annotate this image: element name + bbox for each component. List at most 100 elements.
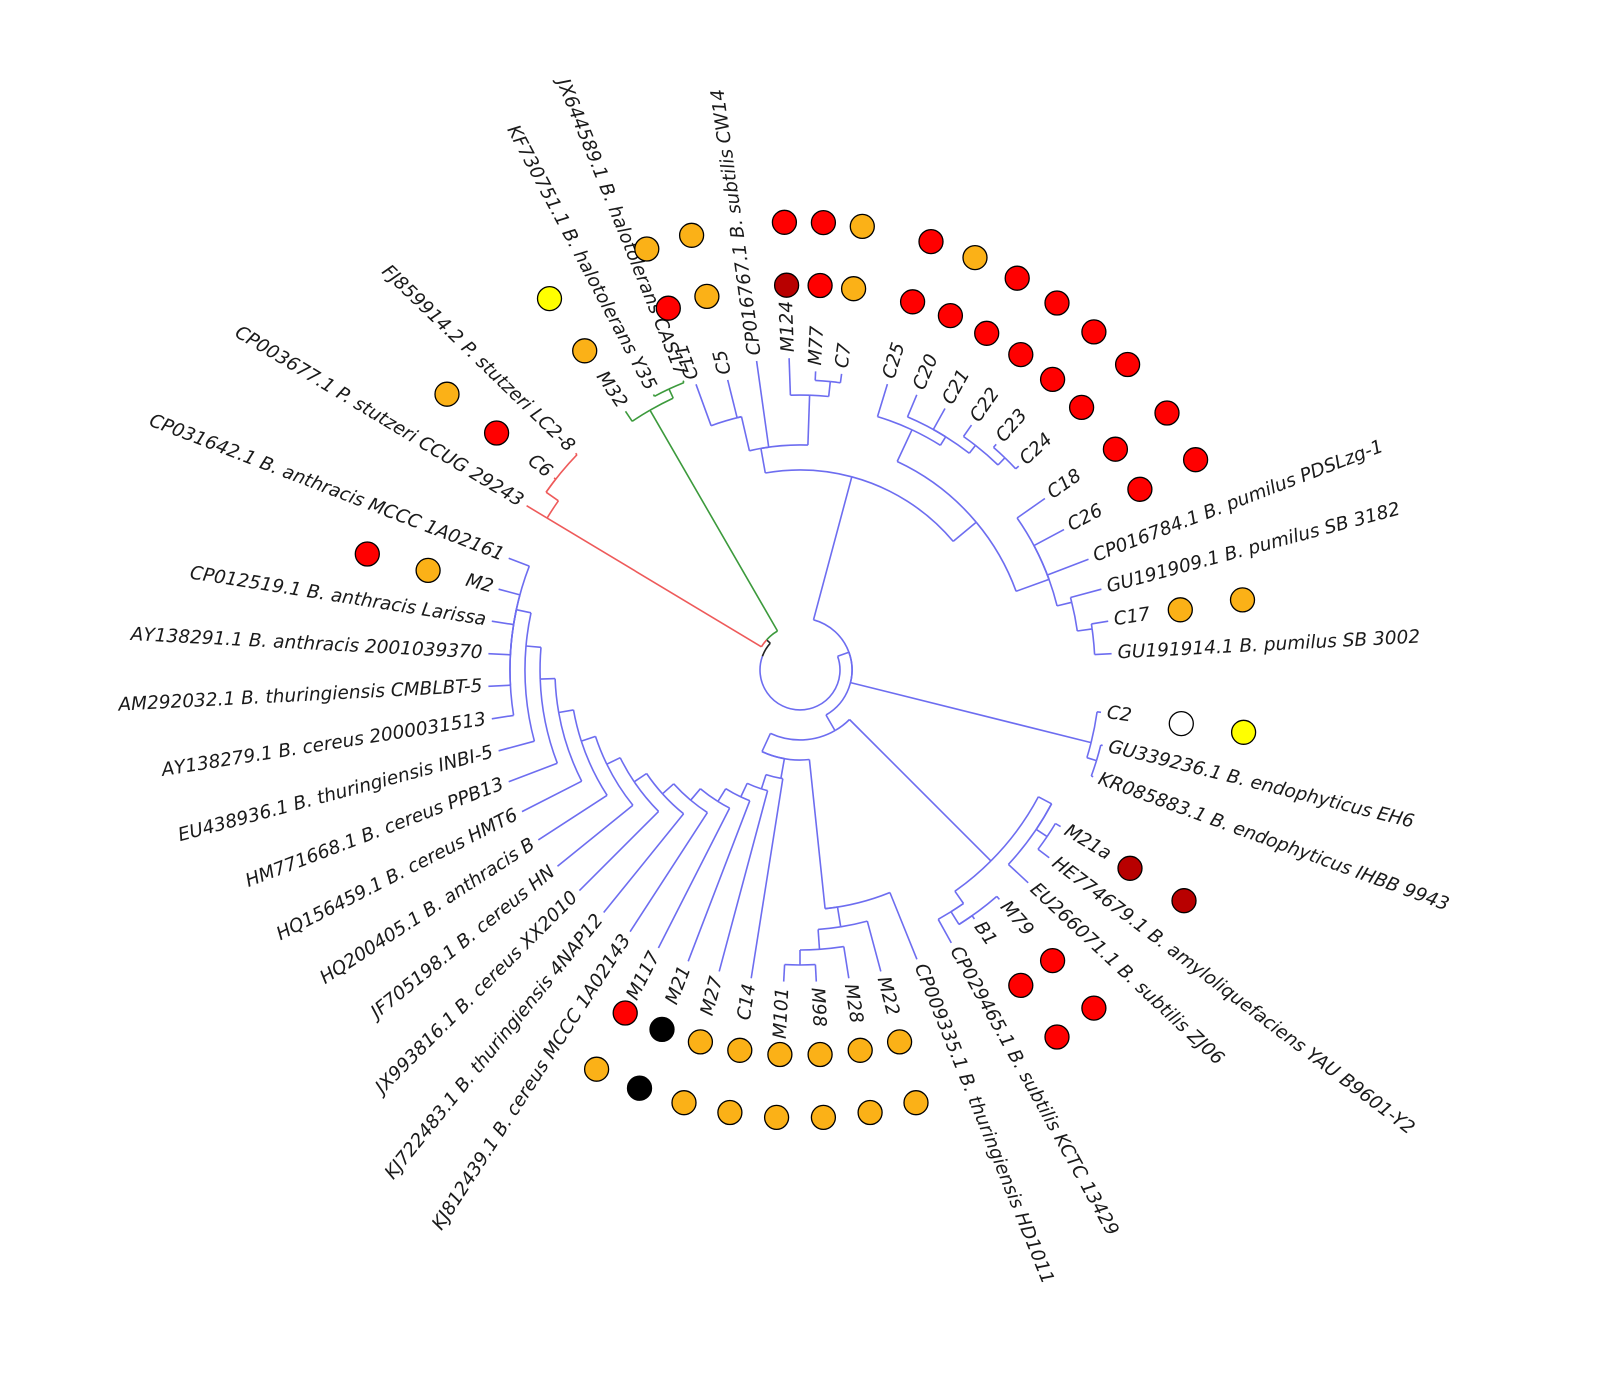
yellow-trait-dot [1230,719,1257,745]
branch-arc [975,521,1017,592]
leaf-branch-arc [760,446,769,450]
leaf-branch [508,557,530,567]
trait-dots [354,209,1257,1131]
leaf-branch-arc [1090,623,1093,630]
orange-trait-dot [763,1104,790,1131]
leaf-label: M21 [662,963,696,1007]
leaf-branch [814,964,818,982]
orange-trait-dot [634,236,660,262]
black-trait-dot [626,1075,653,1101]
red-trait-dot [1102,436,1129,462]
leaf-branch [657,807,731,949]
leaf-branch [526,505,548,519]
branch [761,733,772,752]
red-trait-dot [1081,319,1107,345]
leaf-branch [687,800,751,962]
leaf-branch [1033,528,1065,547]
red-trait-dot [1008,972,1034,999]
leaf-label: C22 [966,384,1004,426]
leaf-label: M2 [463,570,495,597]
yellow-trait-dot [536,285,563,312]
leaf-branch-arc [937,902,964,920]
black-trait-dot [649,1016,675,1043]
leaf-label: C17 [1112,604,1152,630]
leaf-label: M79 [996,897,1038,941]
red-trait-dot [354,541,380,567]
leaf-branch [498,740,535,752]
leaf-label: C21 [938,366,974,408]
branch-arc [546,500,560,519]
leaf-branch [1016,497,1046,519]
darkred-trait-dot [1171,888,1197,914]
leaf-branch [508,762,558,783]
leaf-label: AM292032.1 B. thuringiensis CMBLBT-5 [117,676,483,716]
orange-trait-dot [847,1037,873,1063]
branch [525,645,542,649]
red-trait-dot [1008,341,1034,368]
leaf-branch-arc [710,415,742,427]
leaf-branch-arc [963,435,976,447]
red-trait-dot [1044,1024,1070,1050]
leaf-branch-arc [932,428,947,438]
red-trait-dot [655,295,681,321]
branch [558,709,574,714]
red-trait-dot [771,209,798,235]
leaf-label: GU191909.1 B. pumilus SB 3182 [1104,499,1402,598]
branch [1038,796,1052,805]
red-trait-dot [1039,366,1066,393]
leaf-branch-arc [668,381,685,390]
leaf-label: C25 [879,340,910,381]
leaf-branch [782,964,786,982]
branch-arc [525,612,532,647]
leaf-branch-arc [1016,517,1050,580]
branch [848,718,992,862]
leaf-branch [1015,465,1020,470]
branch-arc [851,476,954,542]
leaf-branch-arc [1090,760,1098,777]
leaf-branch [488,684,511,688]
orange-trait-dot [415,557,441,584]
branch-arc [896,460,977,523]
leaf-branch-arc [815,379,831,383]
orange-trait-dot [810,1104,837,1131]
leaf-branch [603,813,685,914]
darkred-trait-dot [1117,855,1143,881]
leaf-label: C2 [1106,702,1133,726]
orange-trait-dot [678,222,705,248]
leaf-branch [788,358,792,396]
branch-arc [1086,742,1092,758]
leaf-label: C20 [909,351,943,393]
red-trait-dot [1068,394,1095,421]
leaf-branch-arc [830,380,841,384]
branch-arc [699,788,719,803]
branch-arc [990,796,1040,862]
branch [812,476,853,621]
branch-arc [818,926,841,931]
leaf-label: M22 [873,974,904,1018]
branch [952,521,977,543]
leaf-branch-arc [580,740,608,796]
leaf-branch-arc [877,415,913,431]
branch [896,429,913,462]
leaf-branch-arc [1037,836,1048,850]
orange-trait-dot [1167,597,1193,623]
orange-trait-dot [434,381,460,407]
leaf-branch [839,373,843,383]
leaf-label: C18 [1043,465,1085,503]
red-trait-dot [1182,447,1209,473]
branch-arc [554,678,560,713]
leaf-branch-arc [1046,823,1057,838]
orange-trait-dot [687,1029,714,1055]
branch-arc [725,788,742,798]
branch [950,911,960,925]
leaf-label: C24 [1016,429,1057,469]
white-trait-dot [1168,710,1194,737]
branch-arc [1048,579,1058,607]
branch [661,783,675,795]
orange-trait-dot [857,1099,883,1126]
leaf-branch-arc [1046,574,1050,580]
orange-trait-dot [1229,587,1256,613]
red-trait-dot [1044,290,1070,316]
branch [1015,578,1050,593]
